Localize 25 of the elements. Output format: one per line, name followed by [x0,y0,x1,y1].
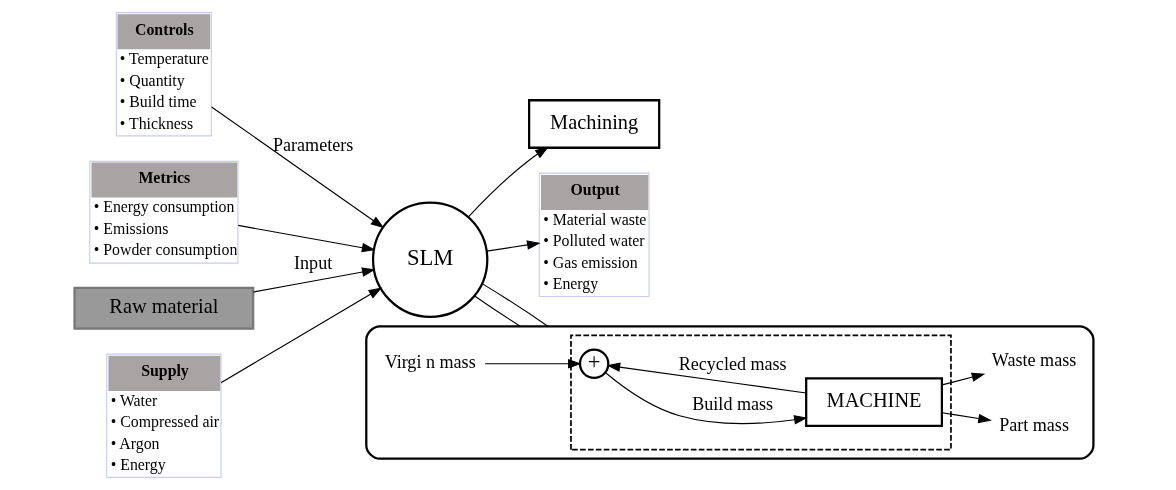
arrow [219,287,382,384]
arrow [210,106,384,229]
edge-label: Build mass [691,393,773,414]
node-box: Raw material [72,286,254,330]
edge-label: Parameters [272,134,353,155]
arrow [484,359,582,369]
cluster [364,325,1095,460]
arrow [485,240,541,252]
arrow [941,372,985,386]
arrow [604,371,808,425]
arrow [252,267,376,293]
connector [481,283,549,327]
node-circle: + [578,348,609,379]
node-text: Part mass [998,415,1069,436]
arrow [237,224,375,253]
edge-label: Input [293,252,332,273]
node-box: MACHINE [804,377,943,428]
node-text: Waste mass [991,349,1076,370]
edge-label: Recycled mass [678,354,787,375]
arrow [467,146,549,218]
arrow [941,412,992,424]
arrow [606,362,807,394]
node-text: Virgi n mass [384,352,476,373]
node-box: Machining [527,99,660,149]
connector [473,295,521,327]
